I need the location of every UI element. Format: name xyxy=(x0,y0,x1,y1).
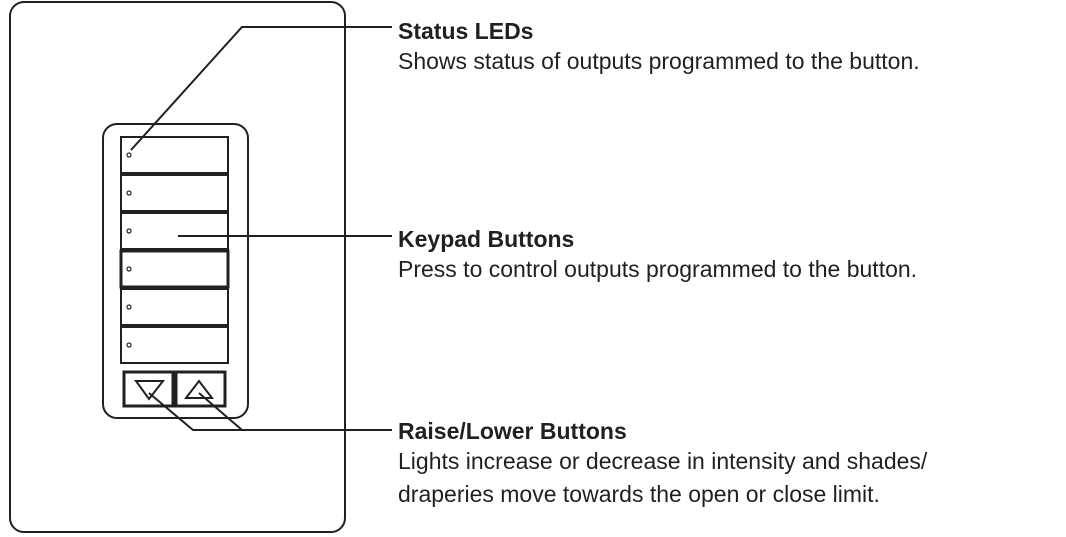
keypad-button-1[interactable] xyxy=(120,136,229,174)
raise-arrow-icon xyxy=(183,379,215,399)
status-led-6 xyxy=(126,342,132,348)
status-led-3 xyxy=(126,228,132,234)
status-leds-callout: Status LEDs Shows status of outputs prog… xyxy=(398,17,920,78)
raise-lower-buttons-title: Raise/Lower Buttons xyxy=(398,418,627,444)
status-led-1 xyxy=(126,152,132,158)
status-led-5 xyxy=(126,304,132,310)
keypad-button-4[interactable] xyxy=(119,249,230,289)
keypad-button-6[interactable] xyxy=(120,326,229,364)
keypad-buttons-title: Keypad Buttons xyxy=(398,226,575,252)
raise-lower-buttons-callout: Raise/Lower Buttons Lights increase or d… xyxy=(398,417,927,511)
status-leds-description: Shows status of outputs programmed to th… xyxy=(398,48,920,74)
status-leds-title: Status LEDs xyxy=(398,18,534,44)
raise-lower-buttons-description-line-2: draperies move towards the open or close… xyxy=(398,481,880,507)
status-led-4 xyxy=(126,266,132,272)
keypad-button-5[interactable] xyxy=(120,288,229,326)
lower-arrow-icon xyxy=(134,380,166,401)
lower-button[interactable] xyxy=(122,370,175,408)
keypad-buttons-description: Press to control outputs programmed to t… xyxy=(398,256,918,282)
raise-lower-buttons-description-line-1: Lights increase or decrease in intensity… xyxy=(398,448,928,474)
status-leds-leader-line xyxy=(130,26,392,151)
keypad-button-2[interactable] xyxy=(120,174,229,212)
raise-button[interactable] xyxy=(174,370,227,408)
keypad-faceplate xyxy=(102,123,249,419)
wallplate-outline xyxy=(9,1,346,533)
status-led-2 xyxy=(126,190,132,196)
lower-leader-line xyxy=(148,392,392,431)
keypad-buttons-callout: Keypad Buttons Press to control outputs … xyxy=(398,225,917,286)
keypad-button-3[interactable] xyxy=(120,212,229,250)
raise-leader-line xyxy=(198,392,243,431)
